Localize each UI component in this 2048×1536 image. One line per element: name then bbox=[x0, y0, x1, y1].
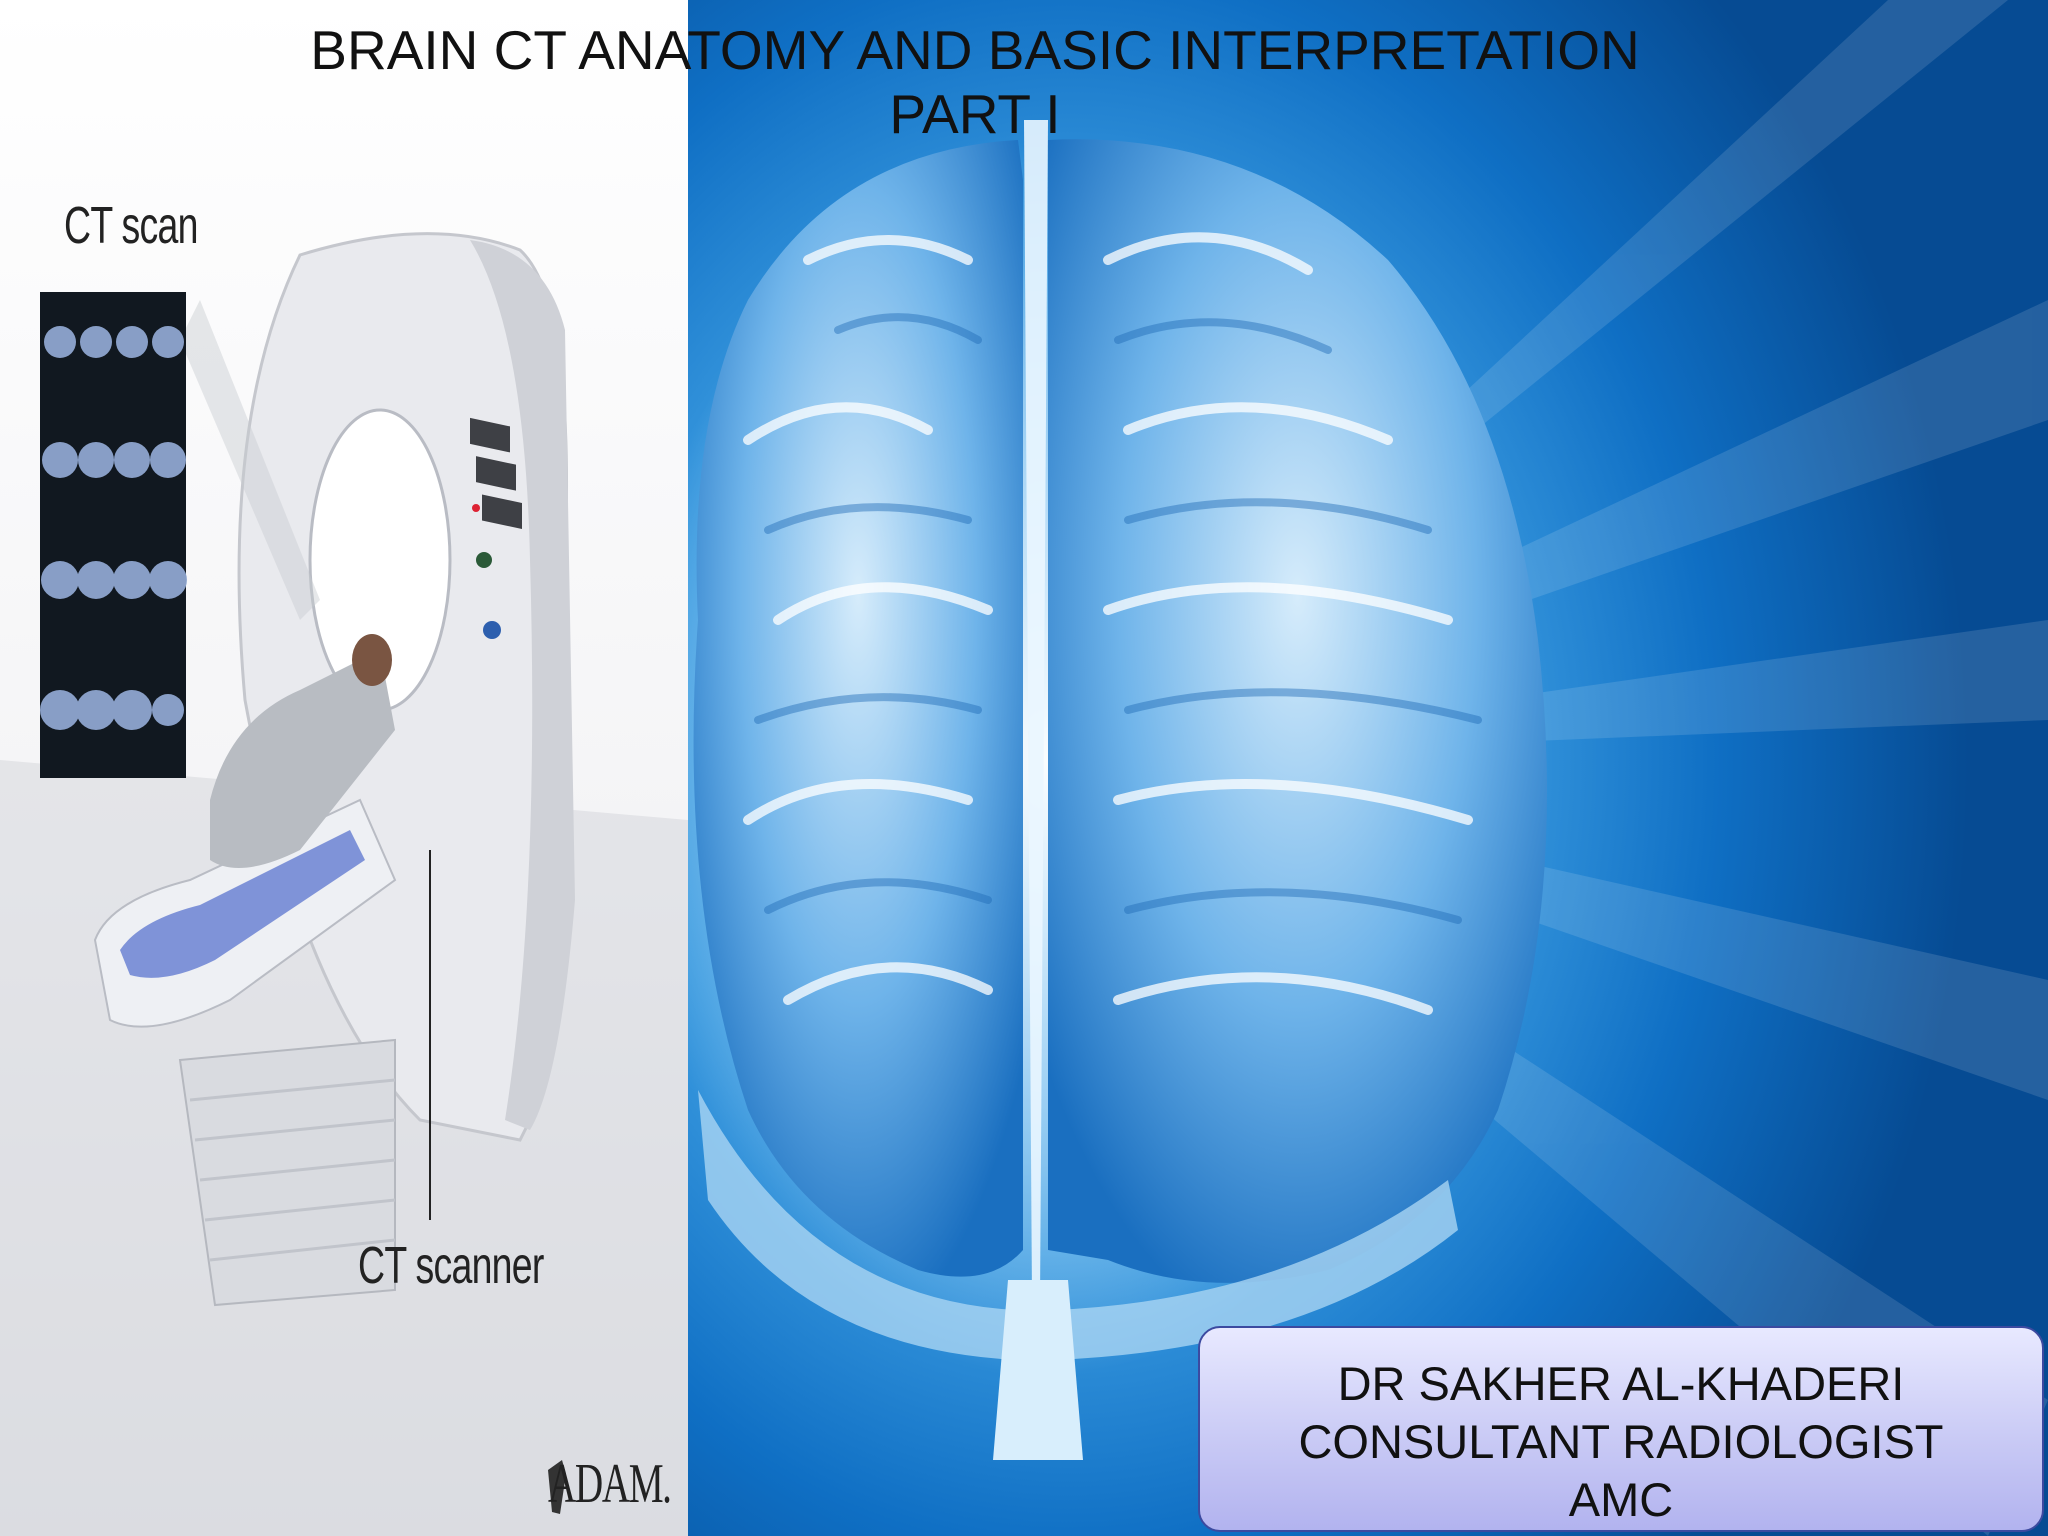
adam-logo: ADAM. bbox=[548, 1453, 672, 1515]
slide-title: BRAIN CT ANATOMY AND BASIC INTERPRETATIO… bbox=[230, 18, 1720, 146]
ct-scan-label: CT scan bbox=[64, 197, 198, 255]
author-role: CONSULTANT RADIOLOGIST bbox=[1298, 1415, 1944, 1468]
ct-scanner-illustration: CT scan CT scanner ADAM. bbox=[0, 0, 688, 1536]
ct-scanner-drawing bbox=[0, 232, 688, 1536]
author-affiliation: AMC bbox=[1568, 1473, 1674, 1526]
brain-illustration bbox=[688, 0, 2048, 1536]
brain-drawing bbox=[693, 0, 2048, 1536]
author-name: DR SAKHER AL-KHADERI bbox=[1337, 1357, 1905, 1410]
title-line-2: PART I bbox=[889, 83, 1061, 145]
title-line-1: BRAIN CT ANATOMY AND BASIC INTERPRETATIO… bbox=[310, 19, 1640, 81]
author-info-box: DR SAKHER AL-KHADERI CONSULTANT RADIOLOG… bbox=[1198, 1326, 2044, 1532]
ct-scanner-label: CT scanner bbox=[358, 1237, 544, 1295]
